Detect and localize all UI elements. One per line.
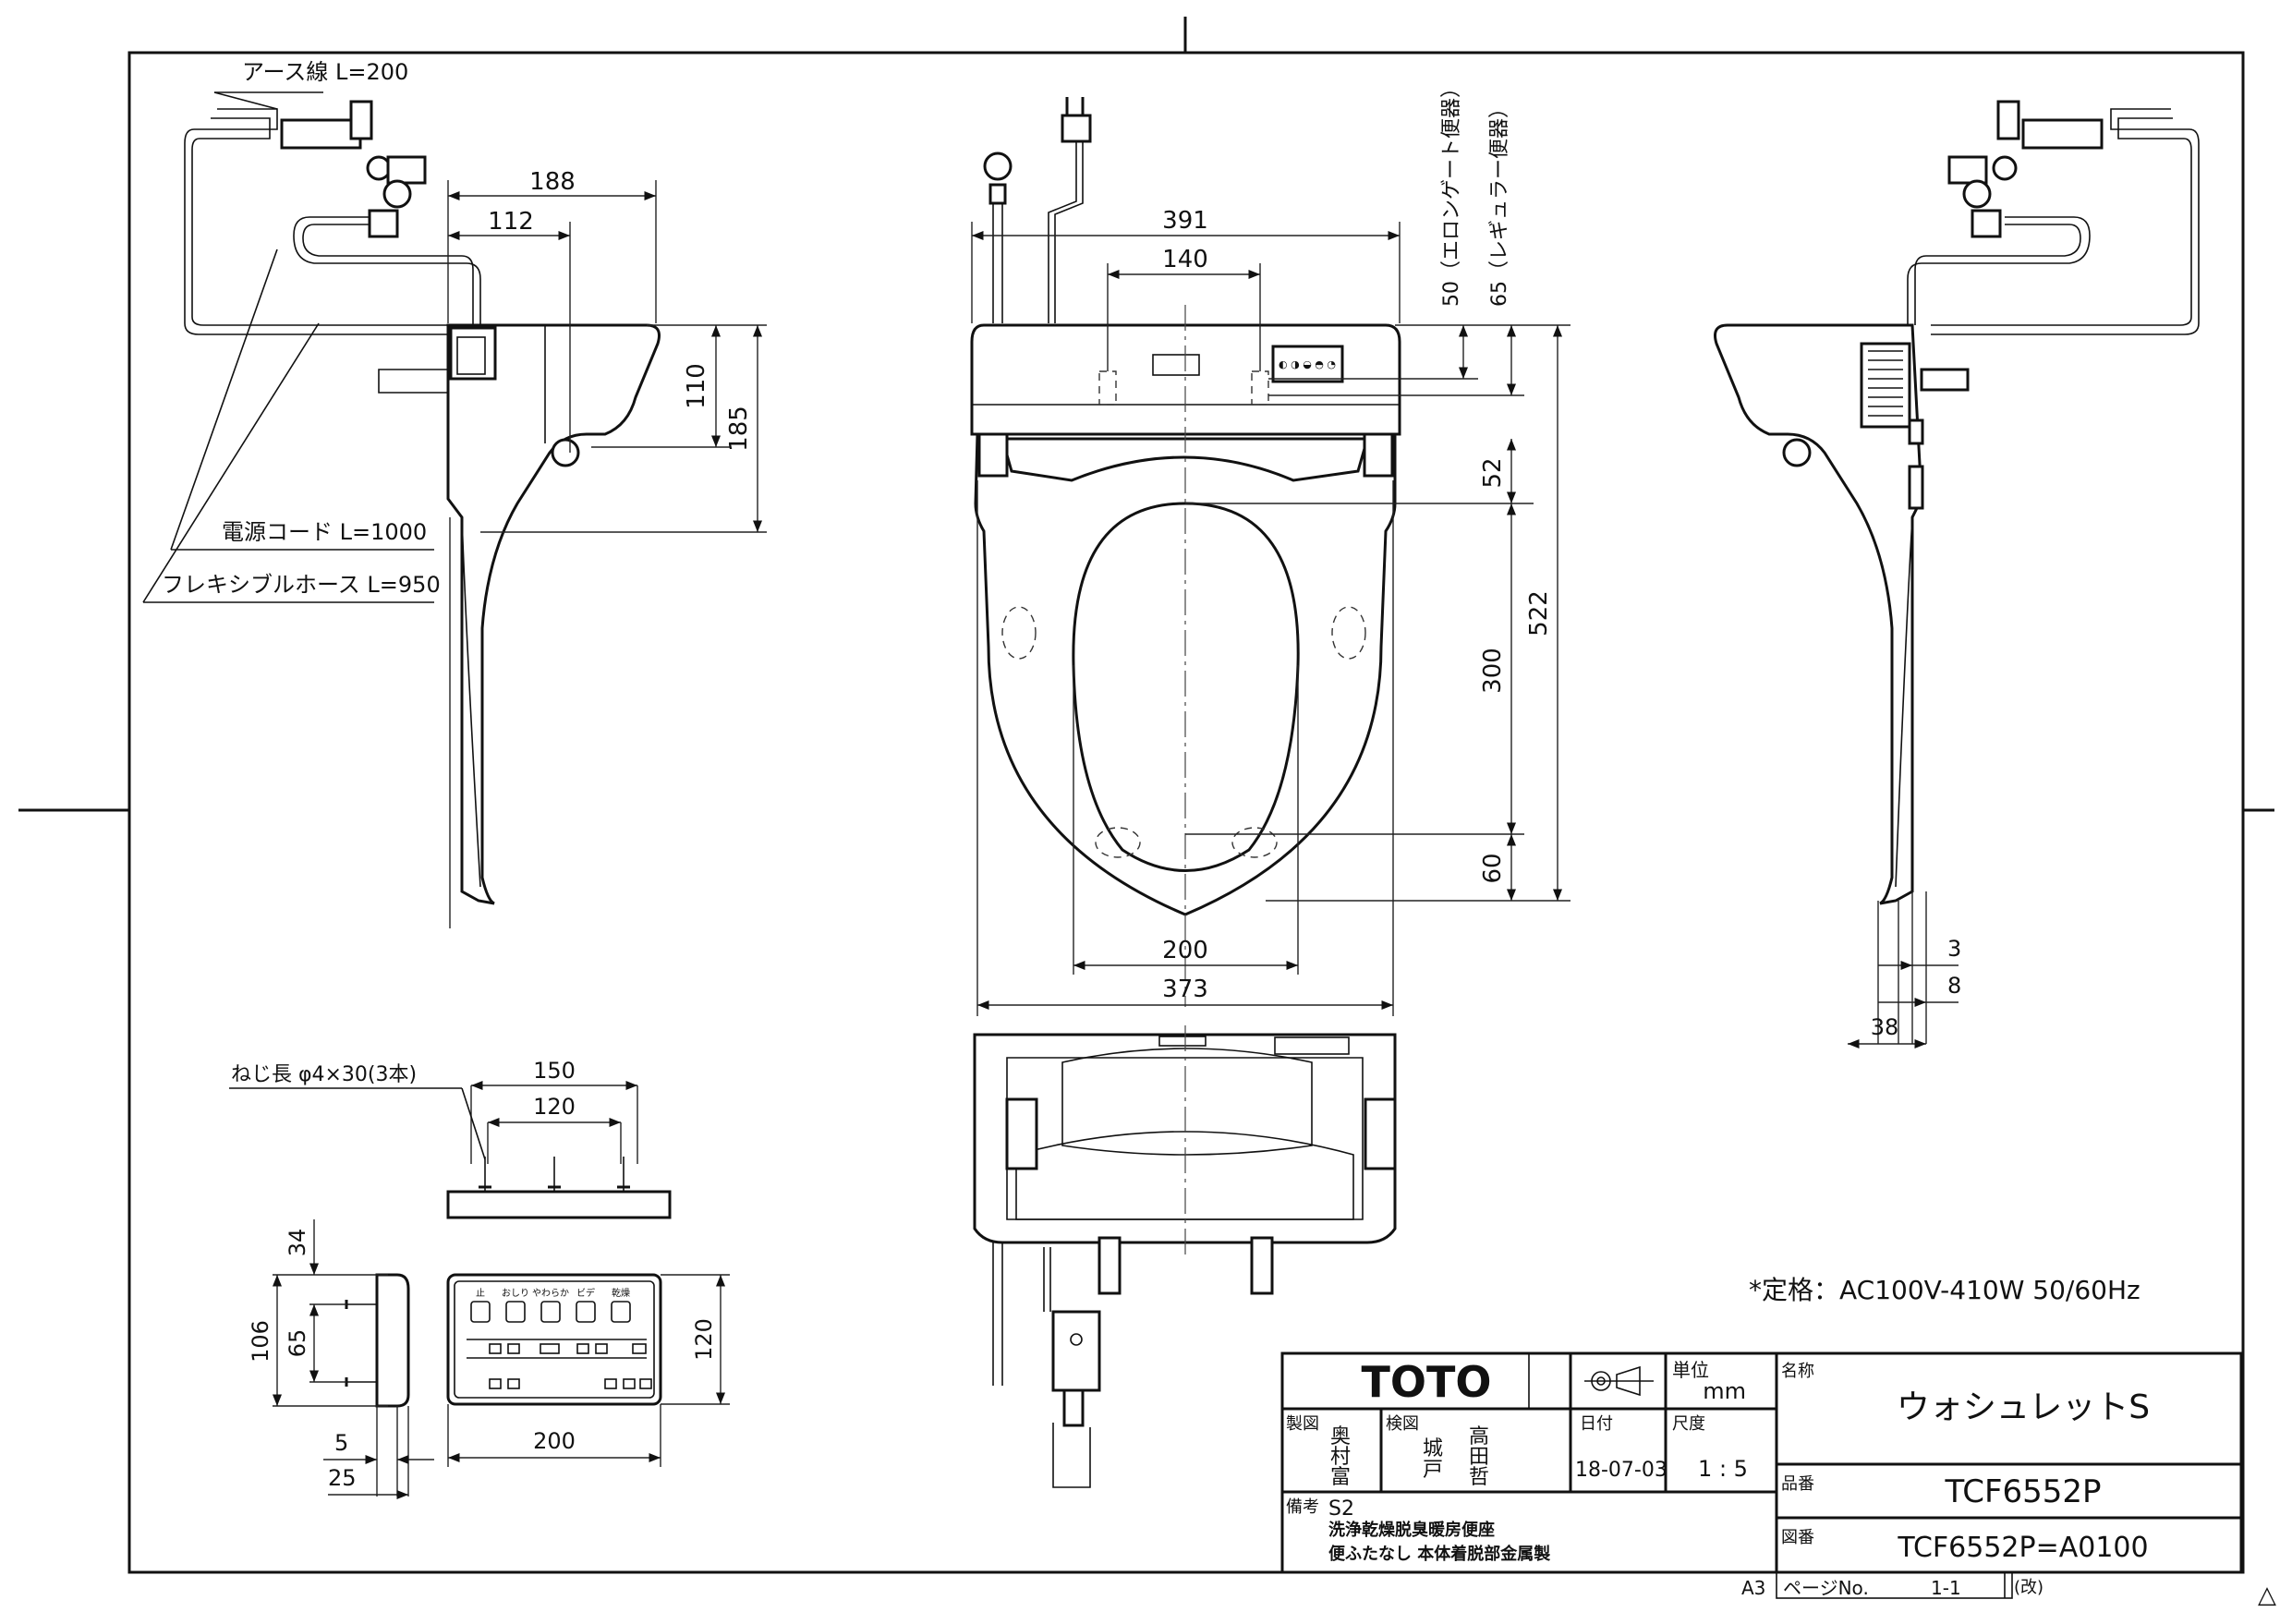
check-a-2: 戸 [1423, 1459, 1443, 1482]
dim-65-regular: 65（レギュラー便器） [1488, 98, 1511, 307]
dim-200-remote: 200 [533, 1428, 576, 1454]
dim-140: 140 [1162, 246, 1208, 273]
remote-button-label: やわらか [532, 1288, 569, 1299]
dim-50-elongated: 50（エロンゲート便器） [1440, 78, 1463, 307]
date-value: 18-07-03 [1575, 1459, 1667, 1482]
revision-label: (改) [2014, 1578, 2043, 1597]
dim-8: 8 [1947, 973, 1961, 999]
flex-hose-label: フレキシブルホース L=950 [162, 572, 441, 598]
dim-300: 300 [1479, 648, 1507, 694]
check-label: 検図 [1386, 1414, 1419, 1434]
check-b-2: 田 [1469, 1446, 1489, 1469]
dim-522: 522 [1525, 590, 1553, 636]
remote-button-label: 止 [476, 1288, 485, 1299]
scale-label: 尺度 [1672, 1414, 1705, 1434]
name-label: 名称 [1781, 1362, 1814, 1381]
dim-188: 188 [529, 168, 576, 196]
front-view: ◐ ◑ ◒ ◓ ◔ 391 140 50（エロンゲート便器） [970, 78, 1570, 1016]
remote-button [540, 1301, 561, 1323]
drawing-number: TCF6552P=A0100 [1897, 1532, 2148, 1564]
remote-button [505, 1301, 526, 1323]
svg-text:◐ ◑ ◒ ◓ ◔: ◐ ◑ ◒ ◓ ◔ [1279, 358, 1336, 370]
third-angle-symbol [1584, 1365, 1654, 1397]
drawn-label: 製図 [1286, 1414, 1319, 1434]
power-cord-label: 電源コード L=1000 [222, 519, 427, 545]
part-number: TCF6552P [1944, 1473, 2101, 1510]
remote-control: 106 65 34 5 25 止 おしりやわらかビデ 乾燥 200 [248, 1219, 730, 1500]
remote-button [470, 1301, 491, 1323]
rated-spec-note: *定格：AC100V-410W 50/60Hz [1749, 1275, 2140, 1305]
title-block: TOTO 単位 mm 名称 ウォシュレットS 製図 奥 村 富 検図 城 戸 高… [1280, 1351, 2243, 1599]
dim-120-bracket: 120 [533, 1094, 576, 1120]
drawn-1: 奥 [1330, 1425, 1351, 1448]
remote-button-label: 乾燥 [612, 1287, 630, 1299]
remote-button [611, 1301, 631, 1323]
earth-wire-label: アース線 L=200 [242, 59, 408, 85]
remote-button [576, 1301, 596, 1323]
unit-label: 単位 [1672, 1359, 1709, 1381]
check-a-1: 城 [1423, 1437, 1443, 1460]
bottom-view [973, 1025, 1397, 1488]
dim-373: 373 [1162, 976, 1208, 1003]
dim-112: 112 [488, 208, 534, 236]
dim-3: 3 [1947, 936, 1961, 962]
notes-label: 備考 [1286, 1497, 1319, 1517]
brand-logo: TOTO [1362, 1357, 1492, 1407]
page-value: 1-1 [1931, 1577, 1961, 1599]
notes-1: S2 [1328, 1497, 1354, 1521]
dim-60: 60 [1479, 853, 1507, 883]
dim-110: 110 [683, 363, 710, 409]
dim-150: 150 [533, 1058, 576, 1084]
dim-391: 391 [1162, 207, 1208, 235]
dim-120-remote: 120 [691, 1318, 717, 1361]
notes-2: 洗浄乾燥脱臭暖房便座 [1328, 1520, 1495, 1540]
remote-button-row: 止 おしりやわらかビデ 乾燥 [470, 1287, 631, 1323]
scale-value: 1 : 5 [1698, 1456, 1748, 1482]
dim-5: 5 [334, 1430, 348, 1456]
dim-185: 185 [725, 406, 753, 452]
sheet-size: A3 [1741, 1577, 1765, 1599]
remote-button-label: おしり [502, 1288, 529, 1299]
part-label: 品番 [1781, 1474, 1814, 1494]
revision-triangle: △ [2258, 1582, 2276, 1609]
check-b-1: 高 [1469, 1425, 1489, 1448]
drawing-no-label: 図番 [1781, 1528, 1814, 1547]
left-side-view: 188 112 110 185 アース線 L=200 電源コード L=1000 … [142, 59, 767, 928]
unit-value: mm [1703, 1378, 1746, 1404]
mounting-bracket: 150 120 ねじ長 φ4×30(3本) [229, 1058, 672, 1219]
right-side-view: 3 8 38 [1714, 100, 2200, 1049]
dim-38: 38 [1871, 1014, 1899, 1040]
drawn-3: 富 [1330, 1466, 1351, 1489]
check-b-3: 哲 [1469, 1466, 1489, 1489]
page-label: ページNo. [1783, 1577, 1869, 1599]
product-name: ウォシュレットS [1897, 1388, 2150, 1426]
drawn-2: 村 [1330, 1446, 1351, 1469]
dim-65-remote: 65 [285, 1329, 310, 1358]
screw-note: ねじ長 φ4×30(3本) [231, 1063, 417, 1086]
dim-52: 52 [1479, 457, 1507, 488]
dim-106: 106 [248, 1320, 273, 1363]
notes-3: 便ふたなし 本体着脱部金属製 [1328, 1544, 1550, 1564]
remote-button-label: ビデ [576, 1287, 595, 1299]
date-label: 日付 [1580, 1414, 1613, 1434]
dim-25: 25 [328, 1465, 357, 1491]
dim-200: 200 [1162, 937, 1208, 964]
dim-34: 34 [285, 1229, 310, 1257]
